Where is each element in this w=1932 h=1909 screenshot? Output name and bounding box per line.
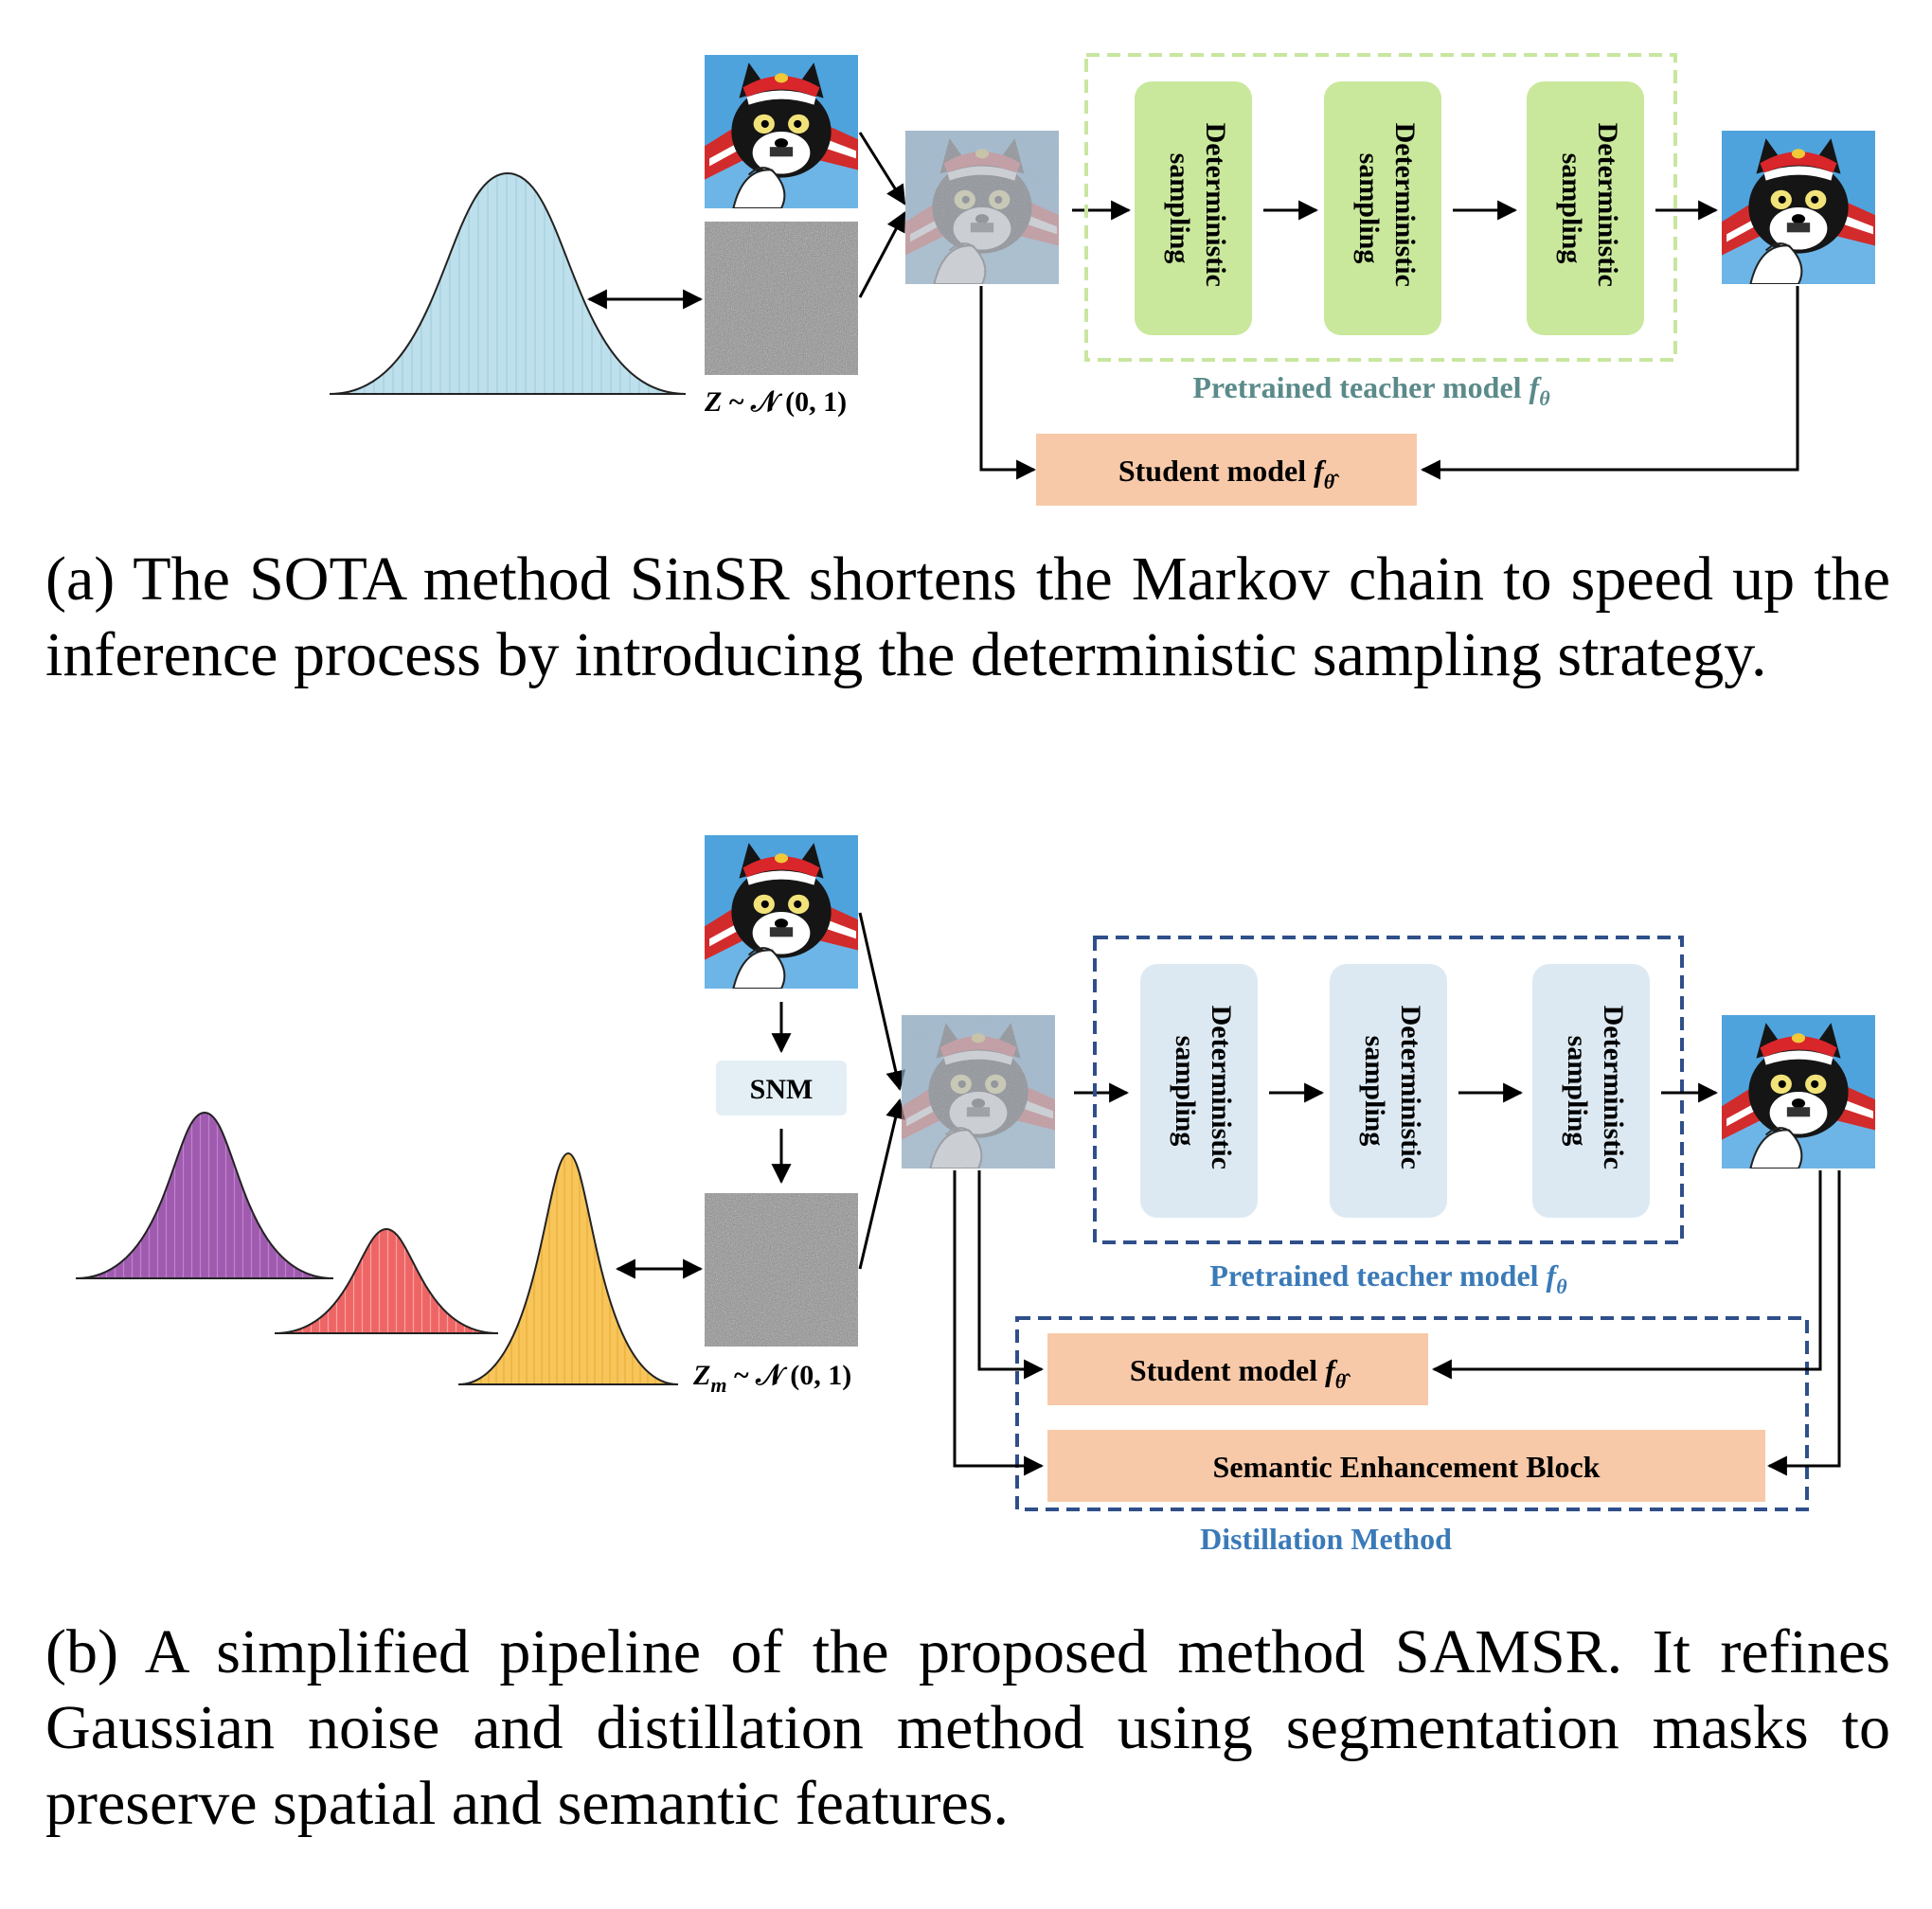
noise-image-a (705, 222, 858, 375)
gaussian-curve-yellow (457, 1151, 679, 1385)
gaussian-curve-purple (75, 1111, 334, 1279)
cat-image-input-b (705, 835, 858, 989)
svg-text:Deterministic sampling: Deterministic sampling (1353, 123, 1421, 294)
sampling-block-b-1: Deterministic sampling (1140, 964, 1258, 1218)
noise-image-b (705, 1193, 858, 1347)
noisy-cat-image-a (905, 131, 1059, 284)
teacher-label-b: Pretrained teacher model fθ (1209, 1258, 1567, 1298)
svg-text:SNM: SNM (750, 1074, 814, 1105)
distillation-method-label: Distillation Method (1200, 1522, 1452, 1556)
student-model-box-a: Student model fθ̂ (1036, 434, 1417, 506)
svg-text:Student model fθ̂: Student model fθ̂ (1130, 1353, 1351, 1393)
svg-text:Student model fθ̂: Student model fθ̂ (1118, 454, 1340, 493)
svg-text:Deterministic sampling: Deterministic sampling (1359, 1006, 1426, 1177)
sampling-block-b-3: Deterministic sampling (1532, 964, 1650, 1218)
cat-image-output-b (1722, 1015, 1875, 1169)
cat-image-input-a (705, 55, 858, 208)
teacher-model-box-a (1084, 53, 1677, 362)
student-model-box-b: Student model fθ̂ (1047, 1333, 1428, 1405)
noisy-cat-image-b (902, 1015, 1055, 1169)
distillation-method-box (1015, 1316, 1809, 1511)
teacher-label-a: Pretrained teacher model fθ (1192, 370, 1550, 410)
cat-image-output-a (1722, 131, 1875, 284)
sampling-block-b-2: Deterministic sampling (1330, 964, 1447, 1218)
teacher-model-box-b (1093, 936, 1684, 1244)
gaussian-curve-red (274, 1227, 499, 1334)
svg-text:Deterministic sampling: Deterministic sampling (1164, 123, 1231, 294)
caption-a: (a) The SOTA method SinSR shortens the M… (45, 544, 1890, 689)
snm-box: SNM (716, 1061, 847, 1115)
gaussian-curve-a (329, 171, 687, 395)
svg-text:Deterministic sampling: Deterministic sampling (1556, 123, 1623, 294)
semantic-enhancement-block: Semantic Enhancement Block (1047, 1430, 1765, 1502)
svg-text:Deterministic sampling: Deterministic sampling (1170, 1006, 1237, 1177)
noise-distribution-label-a: Z ~ 𝒩 (0, 1) (704, 386, 847, 418)
svg-text:Semantic Enhancement Block: Semantic Enhancement Block (1213, 1450, 1601, 1484)
sampling-block-a-2: Deterministic sampling (1324, 81, 1441, 335)
caption-b: (b) A simplified pipeline of the propose… (45, 1617, 1890, 1838)
sampling-block-a-3: Deterministic sampling (1527, 81, 1644, 335)
svg-text:Deterministic sampling: Deterministic sampling (1562, 1006, 1629, 1177)
noise-distribution-label-b: Zm ~ 𝒩 (0, 1) (692, 1360, 851, 1397)
sampling-block-a-1: Deterministic sampling (1135, 81, 1252, 335)
